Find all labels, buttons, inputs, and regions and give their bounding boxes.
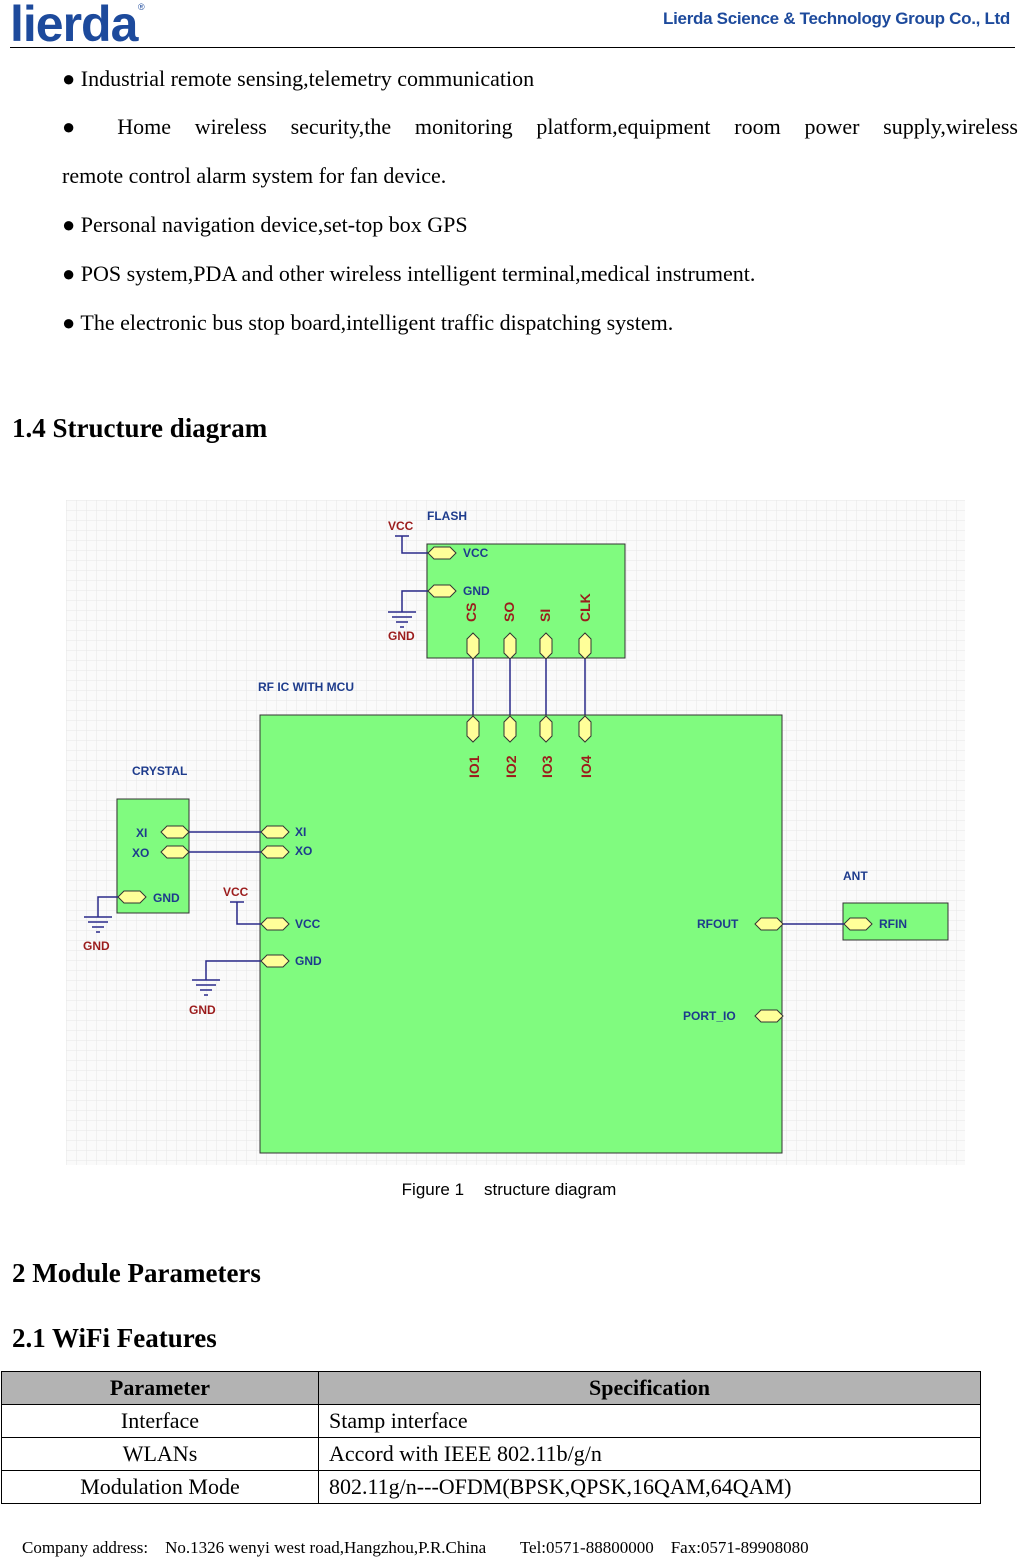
- bullet-item: ● The electronic bus stop board,intellig…: [62, 310, 674, 335]
- mcu-pin-xo: XO: [295, 844, 312, 858]
- footer-fax: Fax:0571-89908080: [670, 1538, 809, 1557]
- flash-pin-si: SI: [537, 609, 553, 622]
- structure-diagram: FLASH VCC VCC GND GND CS SO SI CLK RF IC…: [66, 500, 965, 1165]
- mcu-pin-xi: XI: [295, 825, 306, 839]
- mcu-pin-vcc: VCC: [295, 917, 321, 931]
- ant-title: ANT: [843, 869, 868, 883]
- table-cell-specification: Stamp interface: [318, 1404, 981, 1438]
- table-row: Modulation Mode 802.11g/n---OFDM(BPSK,QP…: [1, 1470, 981, 1504]
- crystal-pin-xi: XI: [136, 826, 147, 840]
- flash-vcc-net: VCC: [388, 519, 414, 533]
- mcu-pin-io3: IO3: [539, 755, 555, 778]
- crystal-pin-xo: XO: [132, 846, 149, 860]
- mcu-pin-gnd: GND: [295, 954, 322, 968]
- mcu-pin-io2: IO2: [503, 755, 519, 778]
- table-cell-parameter: WLANs: [1, 1437, 319, 1471]
- mcu-gnd-net: GND: [189, 1003, 216, 1017]
- page-header: lierda ® Lierda Science & Technology Gro…: [0, 0, 1018, 50]
- figure-number: Figure 1: [401, 1180, 465, 1199]
- mcu-vcc-net: VCC: [223, 885, 249, 899]
- flash-pin-gnd: GND: [463, 584, 490, 598]
- mcu-pin-io4: IO4: [578, 755, 594, 778]
- table-cell-specification: 802.11g/n---OFDM(BPSK,QPSK,16QAM,64QAM): [318, 1470, 981, 1504]
- table-header-row: Parameter Specification: [1, 1371, 981, 1405]
- flash-pin-vcc: VCC: [463, 546, 489, 560]
- crystal-gnd-net: GND: [83, 939, 110, 953]
- table-header-specification: Specification: [318, 1371, 981, 1405]
- footer-tel: Tel:0571-88800000: [519, 1538, 654, 1557]
- bullet-item: ● POS system,PDA and other wireless inte…: [62, 261, 756, 286]
- figure-caption: Figure 1 structure diagram: [0, 1180, 1018, 1200]
- wifi-features-table: Parameter Specification Interface Stamp …: [1, 1371, 981, 1504]
- table-cell-parameter: Modulation Mode: [1, 1470, 319, 1504]
- section-heading-2-1: 2.1 WiFi Features: [12, 1323, 217, 1353]
- section-heading-2: 2 Module Parameters: [12, 1258, 261, 1288]
- footer-address: Company address: No.1326 wenyi west road…: [22, 1538, 487, 1557]
- bullet-item: ● Home wireless security,the monitoring …: [62, 114, 1018, 139]
- crystal-pin-gnd: GND: [153, 891, 180, 905]
- mcu-pin-port-io: PORT_IO: [683, 1009, 736, 1023]
- figure-caption-text: structure diagram: [484, 1180, 617, 1199]
- page-footer: Company address: No.1326 wenyi west road…: [22, 1538, 809, 1558]
- registered-mark: ®: [138, 2, 145, 12]
- table-header-parameter: Parameter: [1, 1371, 319, 1405]
- bullet-item: ● Personal navigation device,set-top box…: [62, 212, 468, 237]
- flash-pin-clk: CLK: [577, 593, 593, 622]
- flash-pin-cs: CS: [463, 603, 479, 622]
- flash-gnd-net: GND: [388, 629, 415, 643]
- mcu-title: RF IC WITH MCU: [258, 680, 354, 694]
- table-cell-specification: Accord with IEEE 802.11b/g/n: [318, 1437, 981, 1471]
- section-heading-1-4: 1.4 Structure diagram: [12, 413, 268, 443]
- mcu-pin-rfout: RFOUT: [697, 917, 739, 931]
- ant-pin-rfin: RFIN: [879, 917, 907, 931]
- table-cell-parameter: Interface: [1, 1404, 319, 1438]
- bullet-item: ● Industrial remote sensing,telemetry co…: [62, 66, 535, 91]
- flash-pin-so: SO: [501, 602, 517, 622]
- flash-title: FLASH: [427, 509, 467, 523]
- table-row: Interface Stamp interface: [1, 1404, 981, 1438]
- lierda-logo: lierda: [10, 0, 138, 52]
- table-row: WLANs Accord with IEEE 802.11b/g/n: [1, 1437, 981, 1471]
- company-name: Lierda Science & Technology Group Co., L…: [663, 9, 1010, 28]
- crystal-title: CRYSTAL: [132, 764, 187, 778]
- bullet-continuation: remote control alarm system for fan devi…: [62, 163, 447, 188]
- header-divider: [10, 47, 1015, 48]
- mcu-pin-io1: IO1: [466, 755, 482, 778]
